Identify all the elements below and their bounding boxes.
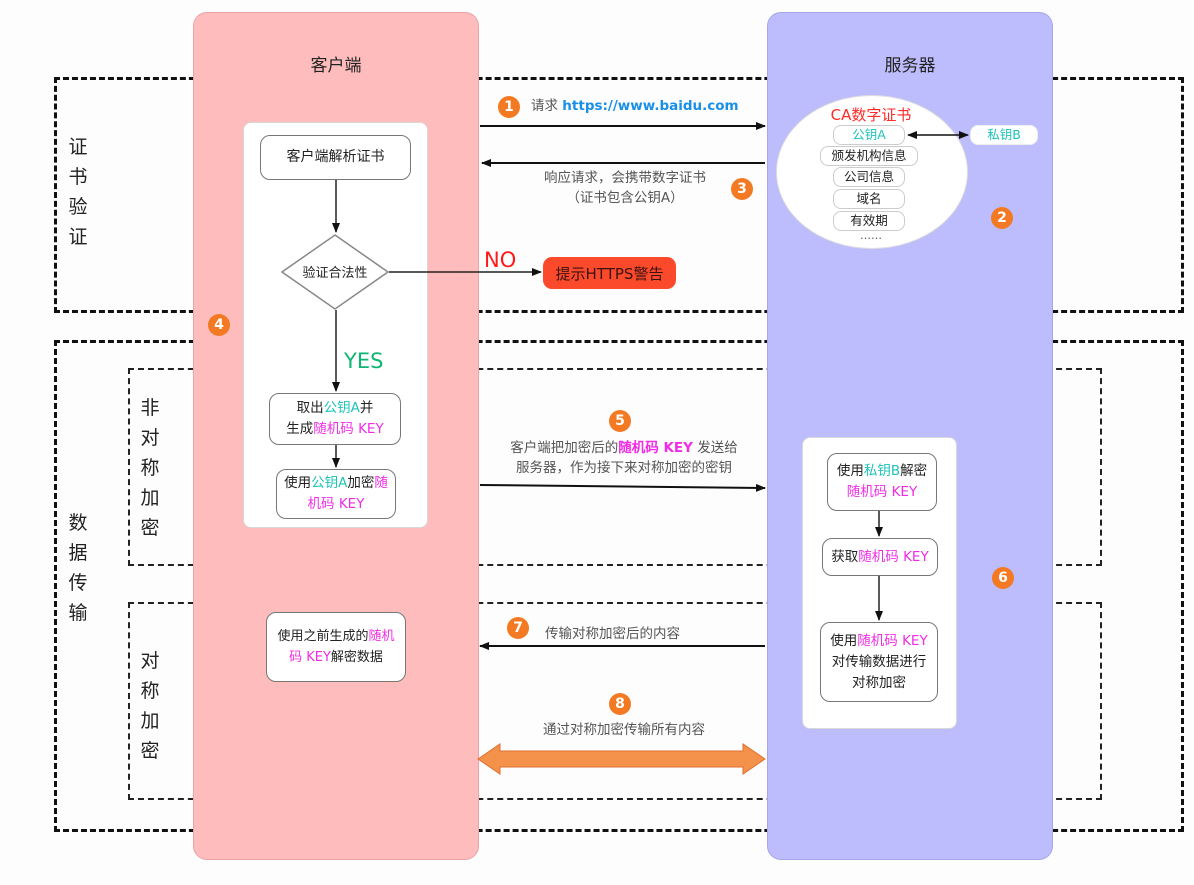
- step-4-badge: 4: [208, 314, 230, 336]
- decrypt-data-box: 使用之前生成的随机 码 KEY解密数据: [266, 612, 406, 682]
- symmetric-section: [128, 602, 1102, 800]
- client-lane-title: 客户端: [310, 56, 362, 76]
- step-1-message: 请求 https://www.baidu.com: [531, 96, 739, 116]
- random-key-text: 码 KEY: [289, 650, 331, 665]
- ca-certificate-title: CA数字证书: [830, 106, 912, 124]
- public-key-text: 公钥A: [311, 475, 348, 491]
- public-key-a-pill: 公钥A: [833, 125, 905, 145]
- client-flow-panel: [243, 122, 428, 528]
- verify-text: 验证合法性: [302, 266, 368, 281]
- text: 客户端把加密后的: [510, 440, 619, 456]
- cert-field-company: 公司信息: [833, 167, 905, 187]
- step-8-message: 通过对称加密传输所有内容: [543, 722, 705, 738]
- public-key-text: 公钥A: [323, 400, 360, 416]
- step-7-message: 传输对称加密后的内容: [545, 626, 680, 642]
- cert-field-ellipsis: ……: [860, 229, 882, 242]
- step-5-message: 客户端把加密后的随机码 KEY 发送给 服务器，作为接下来对称加密的密钥: [484, 438, 764, 478]
- obtain-key-box: 获取随机码 KEY: [822, 538, 938, 576]
- cert-verify-label: 证书验证: [68, 136, 88, 248]
- text: 使用: [830, 632, 858, 649]
- text: 解密数据: [330, 650, 383, 665]
- text: 对称加密: [851, 674, 906, 691]
- response-line-1: 响应请求，会携带数字证书: [544, 170, 706, 186]
- cert-verify-section: [54, 77, 1184, 313]
- random-key-text: 随机码 KEY: [846, 484, 918, 500]
- text: 生成: [286, 421, 314, 437]
- extract-key-box: 取出公钥A并 生成随机码 KEY: [269, 393, 401, 445]
- step-7-badge: 7: [507, 617, 529, 639]
- text: 使用之前生成的: [277, 629, 369, 644]
- random-key-text: 随机: [368, 629, 395, 644]
- random-key-text: 随机码 KEY: [618, 440, 693, 456]
- step-8-badge: 8: [609, 693, 631, 715]
- no-label: NO: [484, 248, 517, 272]
- text: 发送给: [692, 440, 738, 456]
- step-1-badge: 1: [498, 96, 520, 118]
- cert-field-validity: 有效期: [833, 211, 905, 231]
- text: 使用: [836, 463, 864, 479]
- text: 服务器，作为接下来对称加密的密钥: [516, 460, 732, 476]
- decrypt-key-box: 使用私钥B解密 随机码 KEY: [827, 453, 937, 511]
- https-warning-box: 提示HTTPS警告: [543, 257, 676, 289]
- server-lane-title: 服务器: [884, 56, 936, 76]
- text: 获取: [831, 548, 859, 565]
- random-key-text: 机码 KEY: [307, 496, 365, 512]
- cert-field-domain: 域名: [833, 189, 905, 209]
- parse-cert-box: 客户端解析证书: [260, 135, 411, 180]
- yes-label: YES: [344, 349, 384, 373]
- random-key-text: 随机码 KEY: [313, 421, 384, 437]
- symmetric-label: 对称加密: [140, 650, 160, 762]
- step-3-badge: 3: [731, 178, 753, 200]
- encrypt-key-box: 使用公钥A加密随 机码 KEY: [276, 469, 396, 519]
- data-transfer-section: [54, 340, 1184, 832]
- text: 解密: [900, 463, 928, 479]
- private-key-text: 私钥B: [863, 463, 901, 479]
- private-key-b-pill: 私钥B: [970, 125, 1038, 145]
- text: 取出: [296, 400, 324, 416]
- step-3-message: 响应请求，会携带数字证书 （证书包含公钥A）: [520, 168, 730, 208]
- text: 使用: [284, 475, 312, 491]
- data-transfer-label: 数据传输: [68, 512, 88, 624]
- random-key-text: 随机码 KEY: [857, 632, 928, 649]
- cert-field-issuer: 颁发机构信息: [820, 146, 918, 166]
- step-2-badge: 2: [991, 207, 1013, 229]
- text: 并: [359, 400, 374, 416]
- request-text: 请求: [531, 98, 558, 114]
- step-5-badge: 5: [609, 410, 631, 432]
- step-6-badge: 6: [992, 567, 1014, 589]
- random-key-text: 随: [374, 475, 388, 491]
- text: 加密: [347, 475, 375, 491]
- random-key-text: 随机码 KEY: [858, 548, 929, 565]
- asymmetric-label: 非对称加密: [140, 397, 160, 539]
- verify-diamond: 验证合法性: [281, 234, 389, 310]
- response-line-2: （证书包含公钥A）: [566, 190, 684, 206]
- encrypt-data-box: 使用随机码 KEY 对传输数据进行 对称加密: [820, 622, 938, 702]
- parse-cert-text: 客户端解析证书: [286, 149, 385, 165]
- text: 对传输数据进行: [831, 653, 927, 670]
- request-url-link[interactable]: https://www.baidu.com: [562, 98, 739, 114]
- asymmetric-section: [128, 368, 1102, 566]
- https-warning-text: 提示HTTPS警告: [555, 264, 664, 283]
